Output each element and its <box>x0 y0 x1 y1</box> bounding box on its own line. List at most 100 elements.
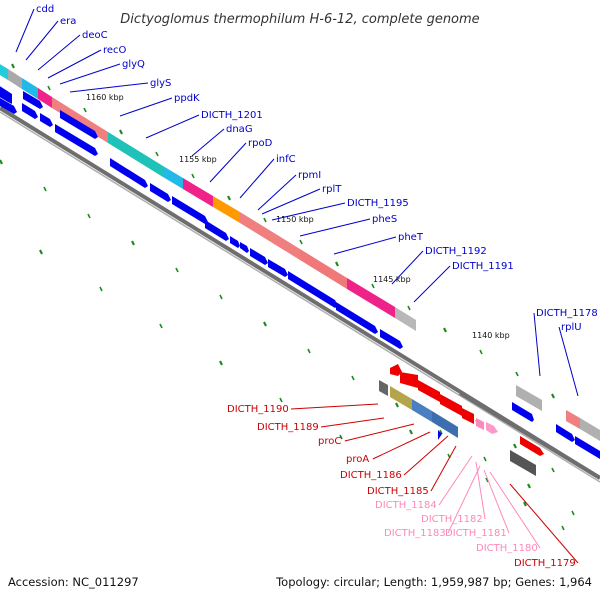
leader-line <box>261 188 321 215</box>
gene-label: rplT <box>322 184 342 195</box>
scale-label: 1145 kbp <box>373 275 411 284</box>
reverse-gene-track <box>379 364 498 440</box>
tick-mark <box>515 371 519 377</box>
gene-label: DICTH_1201 <box>201 110 263 121</box>
gene-labels: cdderadeoCrecOglyQglySppdKDICTH_1201dnaG… <box>15 4 598 569</box>
tick-mark <box>527 483 531 489</box>
band-salmon-r <box>566 410 580 429</box>
tick-mark <box>263 321 267 327</box>
genome-summary: Topology: circular; Length: 1,959,987 bp… <box>275 575 592 589</box>
leader-line <box>438 455 473 506</box>
tick-mark <box>87 213 91 219</box>
band-teal-1 <box>108 132 163 177</box>
leader-line <box>489 471 541 549</box>
tick-mark <box>395 402 399 408</box>
tick-mark <box>39 249 43 255</box>
tick-mark <box>299 239 303 245</box>
tick-mark <box>0 159 3 165</box>
gene-arrow <box>205 220 229 241</box>
forward-gene-track <box>0 86 403 349</box>
gene-arrow <box>336 302 378 334</box>
gene-label: rpmI <box>298 170 321 181</box>
leader-line <box>119 97 173 117</box>
tick-mark <box>11 63 15 69</box>
gene-label: rpoD <box>248 138 273 149</box>
tick-mark <box>513 443 517 449</box>
gene-arrow <box>60 110 98 139</box>
gene-label: proA <box>346 454 369 465</box>
gene-label: DICTH_1190 <box>227 404 289 415</box>
tick-mark <box>191 173 195 179</box>
gene-label: DICTH_1182 <box>421 514 483 525</box>
tick-mark <box>219 294 223 300</box>
tick-mark <box>43 186 47 192</box>
gene-arrow <box>110 158 148 188</box>
leader-line <box>25 20 59 61</box>
leader-line <box>191 128 225 157</box>
leader-line <box>15 8 35 53</box>
gene-arrow <box>55 124 98 156</box>
tick-mark <box>279 397 283 403</box>
band-magenta-1 <box>38 88 52 108</box>
band-grey-1 <box>8 69 22 89</box>
tick-mark <box>307 348 311 354</box>
gene-arrow-blue <box>438 430 442 440</box>
gene-label: dnaG <box>226 124 253 135</box>
scale-label: 1160 kbp <box>86 93 124 102</box>
tick-mark <box>439 429 443 435</box>
gene-label: cdd <box>36 4 54 15</box>
tick-mark <box>47 85 51 91</box>
tick-mark <box>263 217 267 223</box>
band-grey-2 <box>395 307 416 331</box>
leader-line <box>447 465 481 534</box>
tick-mark <box>409 429 413 435</box>
band-darkgrey <box>379 380 388 396</box>
gene-arrow <box>23 91 43 109</box>
tick-mark <box>443 327 447 333</box>
leader-line <box>59 63 121 85</box>
tick-mark <box>371 283 375 289</box>
gene-label: DICTH_1183 <box>384 528 446 539</box>
gene-label: DICTH_1189 <box>257 422 319 433</box>
band-grey-r1 <box>516 385 542 411</box>
band-magenta-3 <box>347 278 395 318</box>
leader-line <box>391 250 424 285</box>
gene-arrow <box>150 183 171 202</box>
gene-arrow <box>240 242 249 253</box>
gene-arrow-red <box>520 436 544 456</box>
leader-line <box>320 417 385 428</box>
leader-line <box>69 82 149 93</box>
gene-label: recO <box>103 45 127 56</box>
gene-arrow <box>172 196 208 224</box>
gene-label: DICTH_1195 <box>347 198 409 209</box>
gene-label: DICTH_1180 <box>476 543 538 554</box>
band-salmon-1 <box>52 97 108 143</box>
gene-arrow <box>575 436 600 459</box>
tick-mark <box>485 477 489 483</box>
right-segment <box>458 385 600 480</box>
leader-line <box>239 158 275 199</box>
gene-label: era <box>60 16 76 27</box>
band-olive <box>390 386 412 410</box>
tick-mark <box>523 501 527 507</box>
tick-mark <box>119 129 123 135</box>
tick-mark <box>571 510 575 516</box>
gene-label: proC <box>318 436 341 447</box>
gene-label: DICTH_1181 <box>445 528 507 539</box>
gene-label: glyS <box>150 78 171 89</box>
band-magenta-2 <box>183 178 213 207</box>
map-title: Dictyoglomus thermophilum H-6-12, comple… <box>120 12 479 27</box>
tick-mark <box>219 360 223 366</box>
tick-mark <box>335 261 339 267</box>
tick-mark <box>407 305 411 311</box>
tick-mark <box>483 456 487 462</box>
band-steelblue-2 <box>432 411 458 438</box>
tick-mark <box>159 323 163 329</box>
leader-line <box>333 236 397 255</box>
band-steelblue <box>412 399 432 422</box>
gene-arrow <box>556 424 575 442</box>
band-salmon-2 <box>240 212 300 260</box>
gene-arrow-red <box>390 364 402 376</box>
gene-arrow-red <box>440 394 462 416</box>
gene-label: DICTH_1184 <box>375 500 437 511</box>
